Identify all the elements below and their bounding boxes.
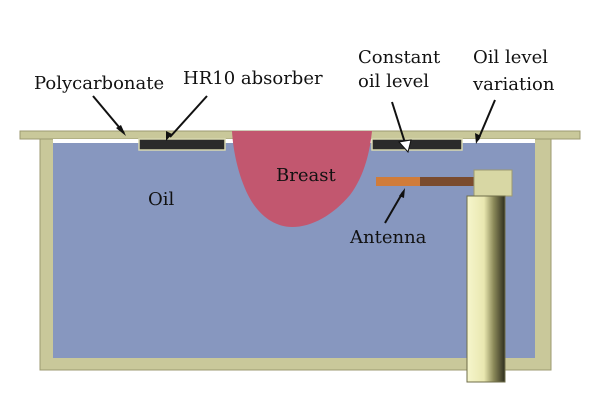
absorber-left (138, 138, 226, 151)
arrowhead-antenna (399, 188, 405, 198)
arrow-heads (116, 125, 481, 198)
label-polycarbonate: Polycarbonate (34, 73, 164, 94)
breast-shape (232, 131, 372, 227)
arrow-antenna (384, 191, 404, 224)
antenna-brown (420, 177, 474, 186)
arrow-oil-variation (477, 99, 496, 141)
arrowhead-absorber (166, 131, 172, 141)
label-constant-oil-level-1: Constant (358, 47, 441, 68)
label-breast: Breast (276, 165, 336, 186)
antenna-copper (376, 177, 420, 186)
label-oil-level-variation-2: variation (472, 74, 555, 95)
absorber-right (371, 138, 463, 151)
label-oil-level-variation-1: Oil level (473, 47, 548, 68)
arrowhead-constant-level (398, 139, 412, 154)
label-oil: Oil (148, 189, 175, 210)
label-antenna: Antenna (349, 227, 427, 248)
antenna-connector (473, 169, 513, 197)
arrowhead-oil-variation (475, 133, 481, 144)
label-constant-oil-level-2: oil level (358, 71, 429, 92)
arrow-constant-level (391, 101, 407, 147)
arrowhead-polycarbonate (116, 125, 126, 136)
label-absorber: HR10 absorber (183, 68, 323, 89)
arrow-absorber (169, 95, 208, 138)
antenna-shaft (466, 195, 506, 383)
